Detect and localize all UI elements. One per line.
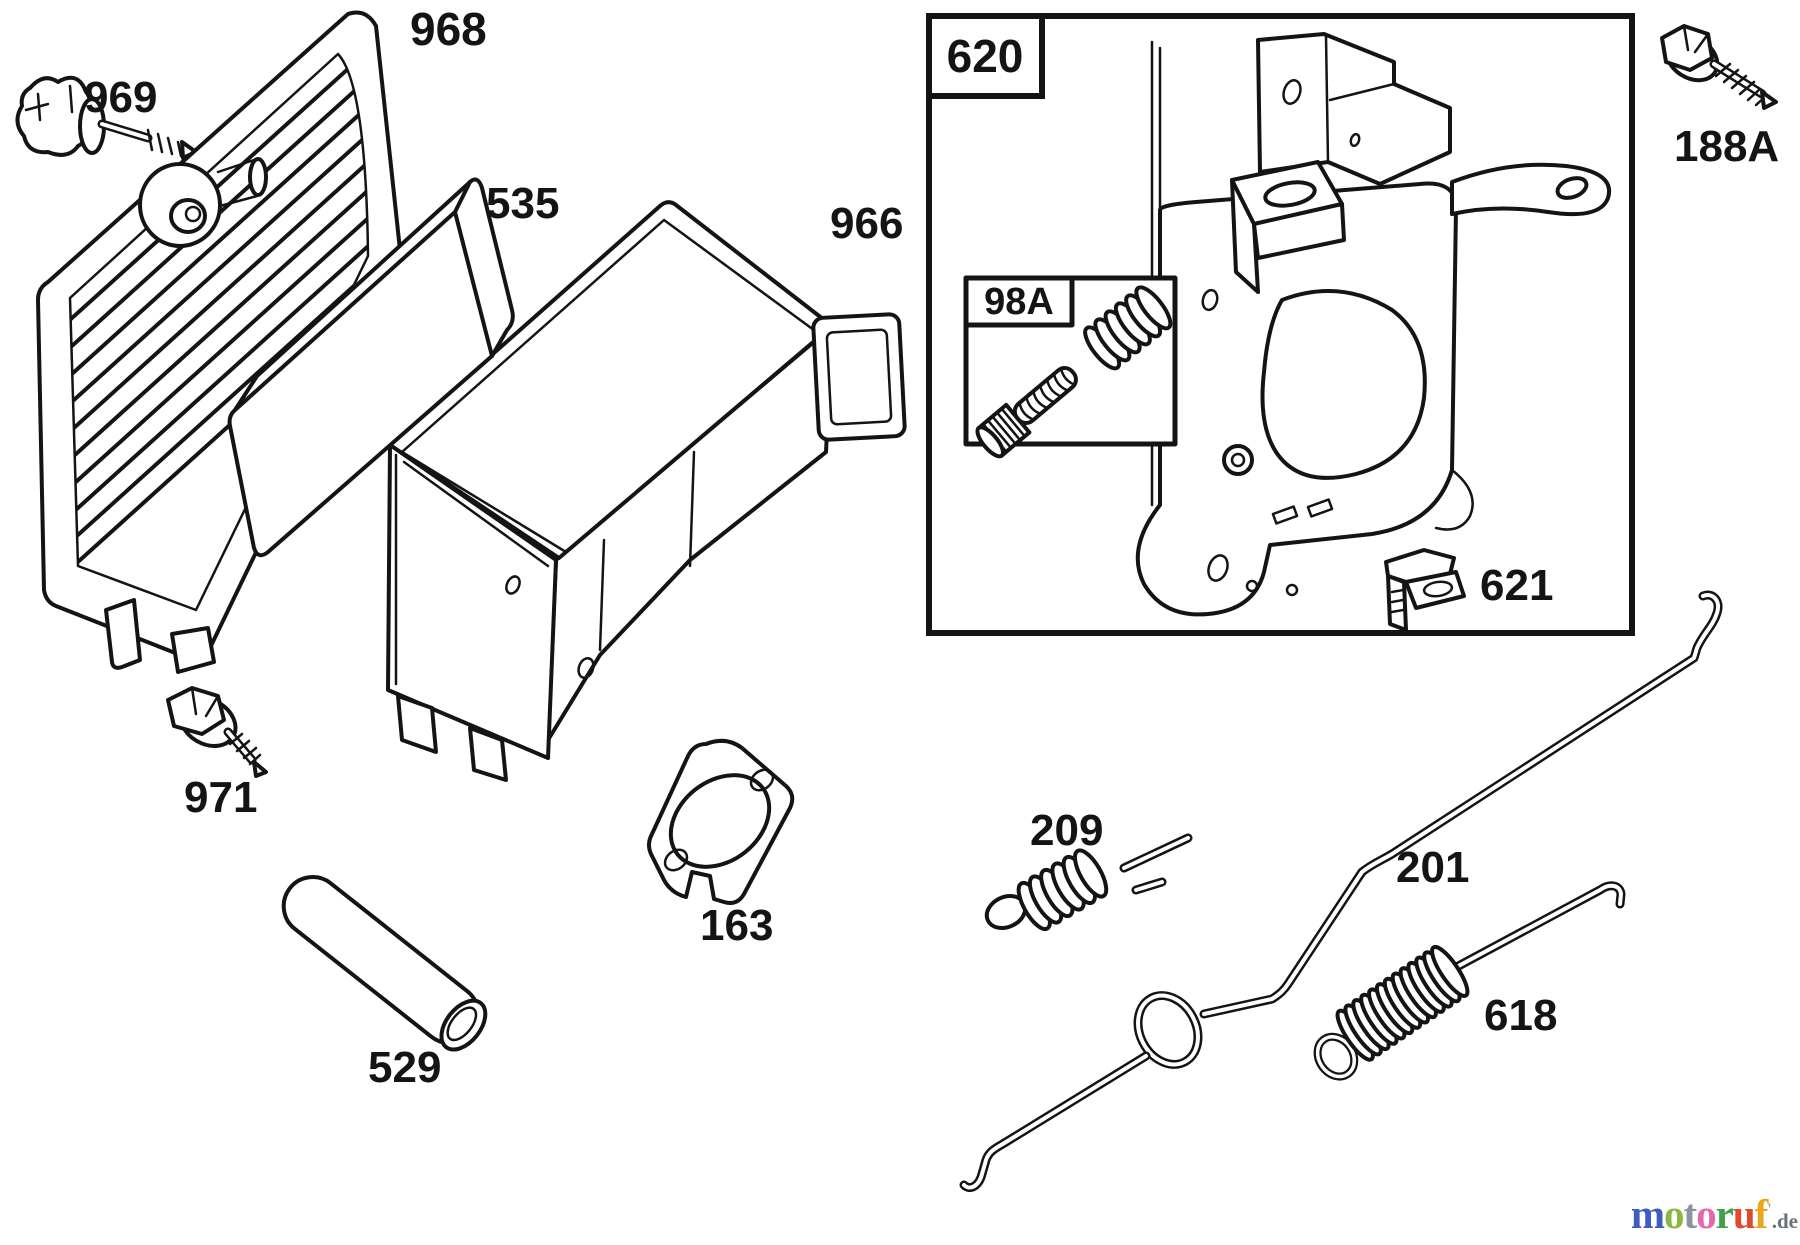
label-188A: 188A [1674, 122, 1779, 171]
label-966: 966 [830, 199, 903, 248]
group-620-box [926, 13, 1635, 636]
label-163: 163 [700, 901, 773, 950]
logo-letter: m [1630, 1191, 1665, 1237]
muffler-guard-drawing [386, 200, 907, 782]
logo-letter: u [1732, 1191, 1756, 1237]
logo-tld: .de [1771, 1209, 1798, 1233]
group-98A-label-box [963, 275, 1075, 328]
label-969: 969 [84, 73, 157, 122]
label-968: 968 [410, 3, 487, 55]
logo-letter: t [1683, 1191, 1697, 1237]
logo-letter: r [1715, 1191, 1734, 1237]
label-98A: 98A [984, 281, 1054, 323]
governor-spring-drawing [984, 833, 1193, 932]
logo-letter: o [1696, 1191, 1716, 1237]
control-rod-drawing [959, 590, 1723, 1192]
label-621: 621 [1480, 561, 1553, 610]
exhaust-gasket-drawing [647, 738, 795, 905]
group-620-label-box [926, 13, 1045, 99]
air-cleaner-cover-drawing [36, 10, 403, 674]
hex-bolt-drawing [1660, 24, 1778, 110]
label-209: 209 [1030, 806, 1103, 855]
label-618: 618 [1484, 991, 1557, 1040]
kit-screw-drawing [975, 366, 1078, 459]
label-529: 529 [368, 1043, 441, 1092]
label-535: 535 [486, 179, 559, 228]
motoruf-watermark-logo: motoruf'.de [1628, 1190, 1798, 1242]
spacer-tube-drawing [281, 875, 488, 1052]
control-bracket-drawing [1135, 32, 1612, 617]
extension-spring-drawing [1313, 881, 1626, 1081]
logo-letter: o [1663, 1191, 1684, 1237]
flange-bolt-drawing [166, 686, 268, 778]
label-201: 201 [1396, 843, 1469, 892]
label-971: 971 [184, 773, 257, 822]
kit-spring-drawing [1083, 285, 1173, 371]
logo-mark: ' [1767, 1201, 1772, 1218]
casing-clamp-drawing [1384, 548, 1466, 632]
label-620: 620 [947, 30, 1024, 82]
logo-letter: f [1754, 1191, 1769, 1237]
air-filter-drawing [227, 177, 515, 558]
